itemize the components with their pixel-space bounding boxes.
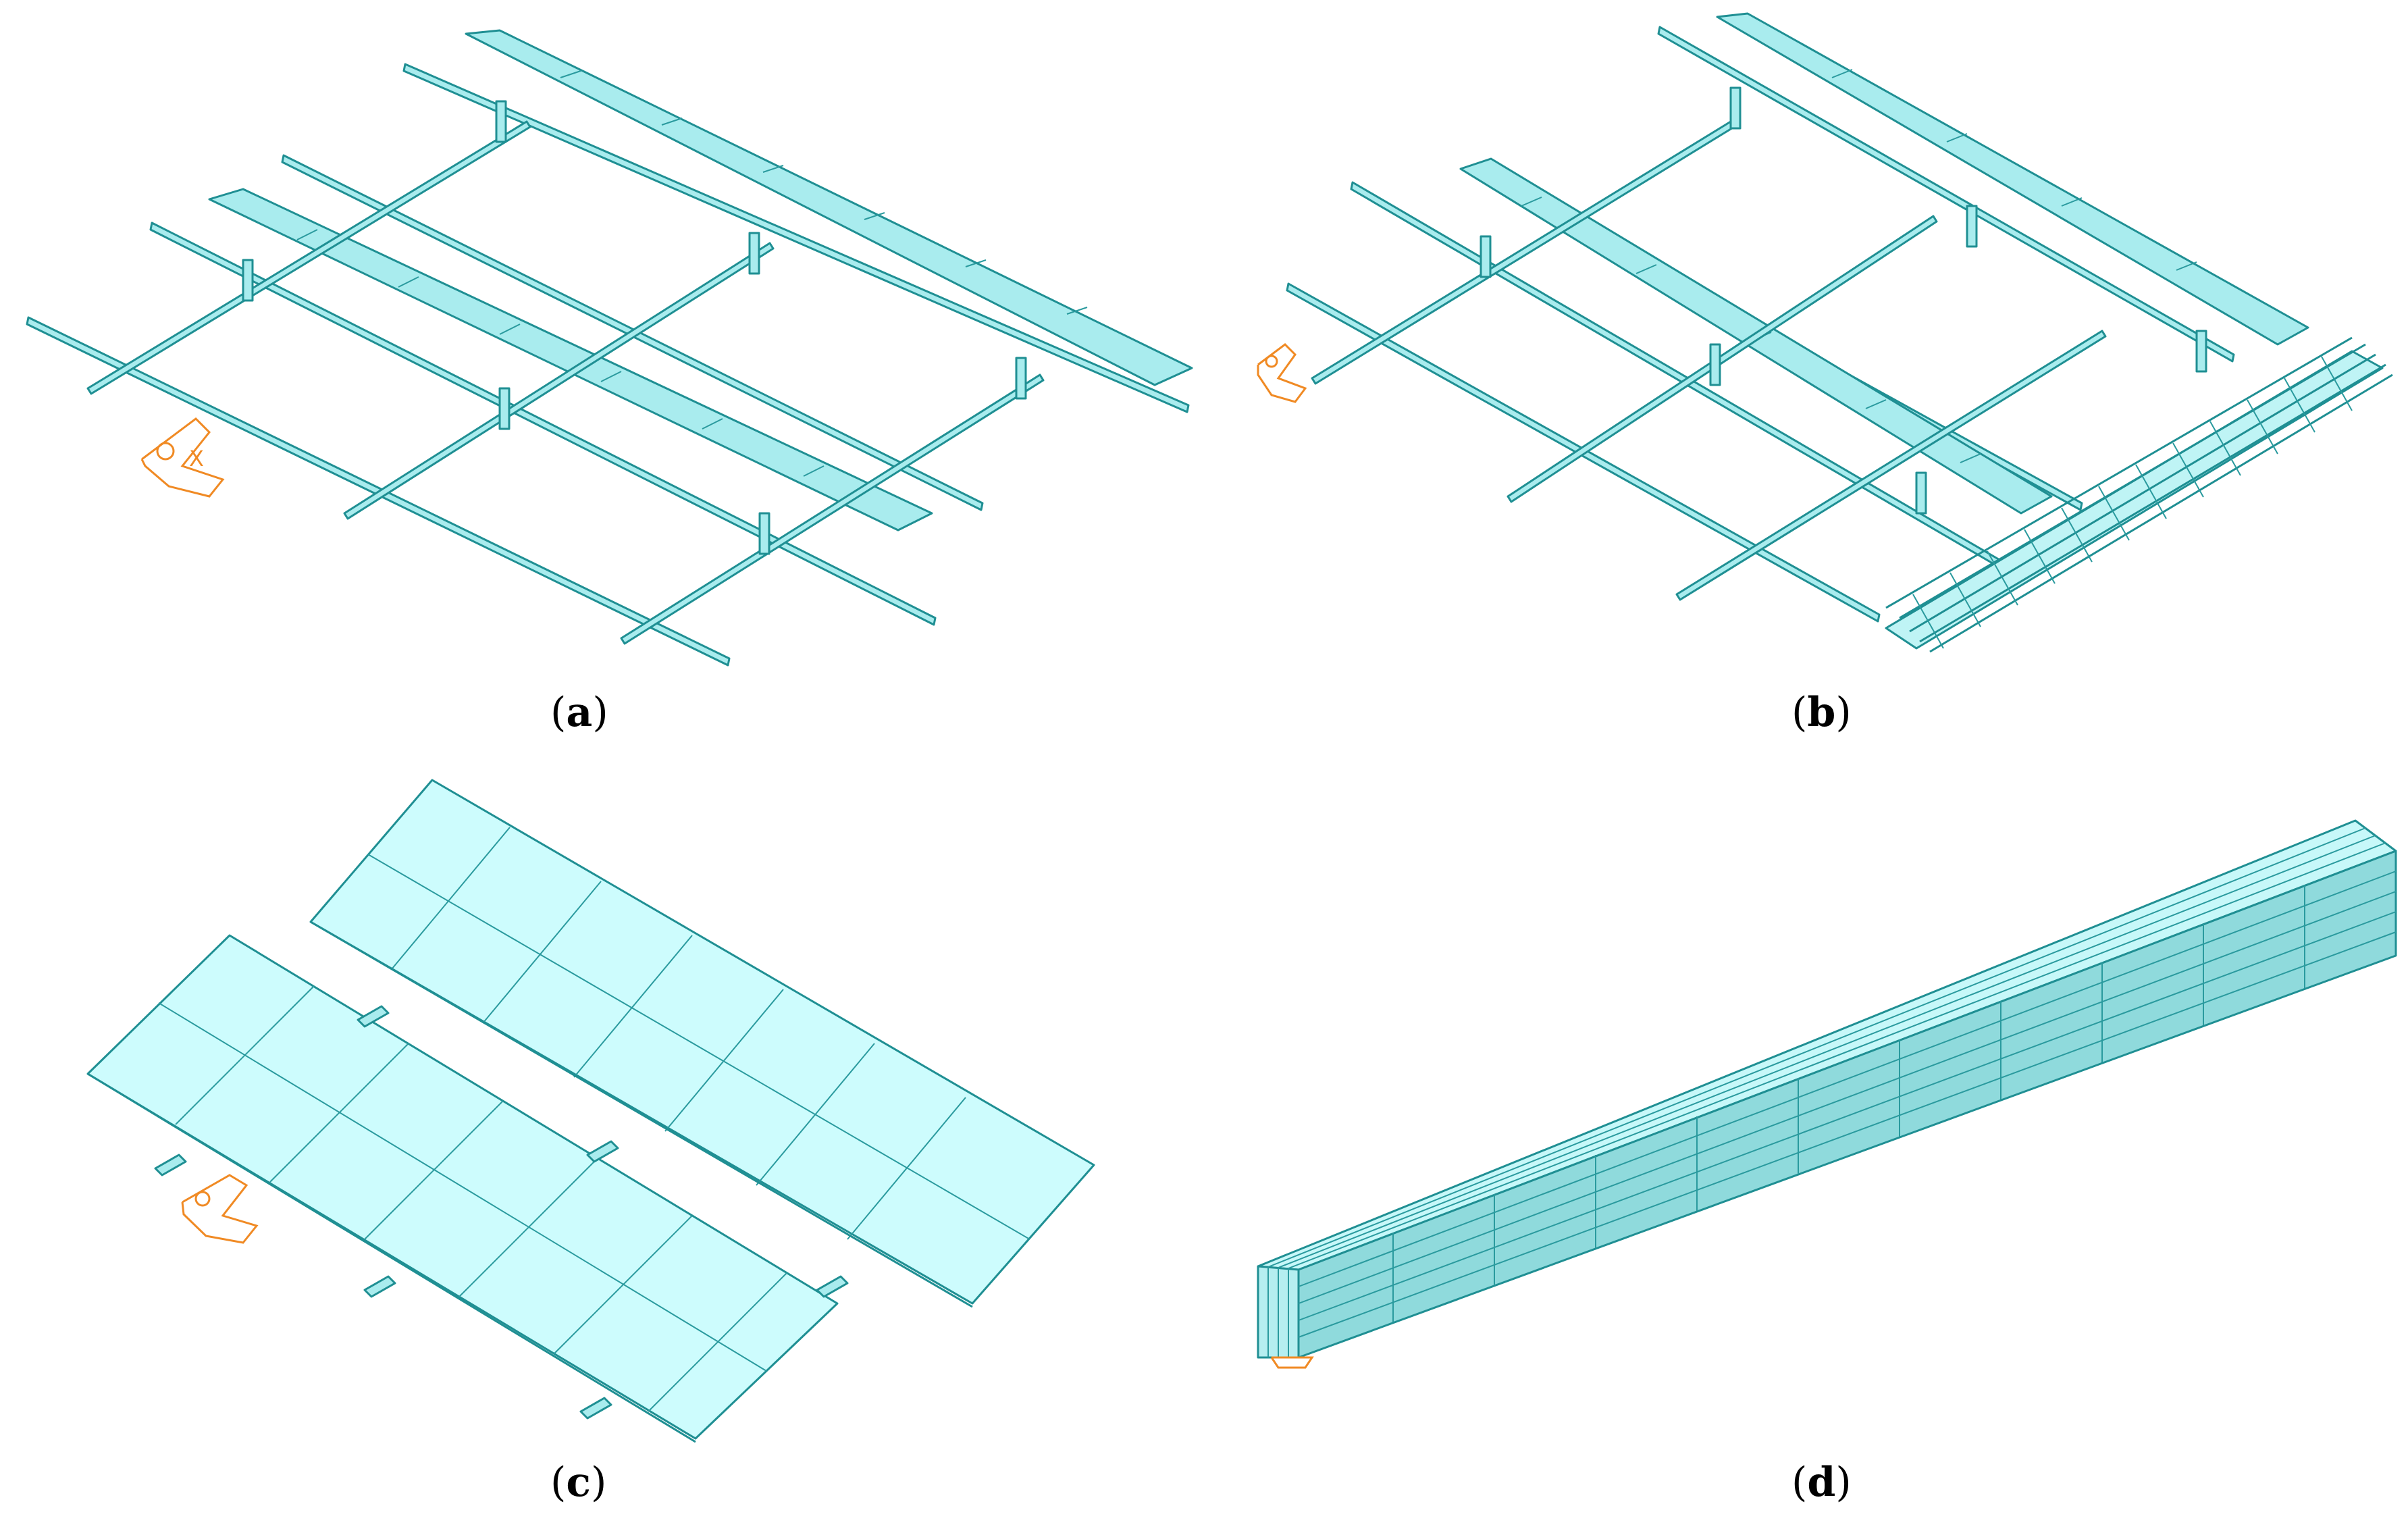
caption-b: (b) (1791, 689, 1852, 736)
box-front-face (1297, 850, 2397, 1359)
panel-model-c (86, 779, 1095, 1443)
coordinate-axis-marker (181, 1174, 259, 1244)
frame-model-a: X (26, 29, 1193, 667)
caption-a: (a) (550, 689, 608, 736)
panel-c: (c) (0, 763, 1204, 1527)
posts (1480, 86, 2207, 515)
cross-beams (1311, 120, 2107, 601)
mesh-lines (1267, 827, 2397, 1357)
frame-model-b (1257, 12, 2393, 653)
plank-beams (208, 29, 1193, 532)
coordinate-axis-marker: X (140, 417, 225, 498)
panel-a: X (a) (0, 0, 1204, 763)
posts (242, 100, 1027, 555)
lower-slab (86, 934, 839, 1443)
cross-beams (154, 1005, 849, 1420)
caption-c: (c) (550, 1459, 607, 1506)
caption-d: (d) (1791, 1459, 1852, 1506)
panel-b: (b) (1204, 0, 2408, 763)
cross-beams (86, 120, 1045, 645)
coordinate-axis-marker (1257, 343, 1307, 403)
panel-d: (d) (1204, 763, 2408, 1527)
plank-beams (1459, 12, 2309, 515)
coordinate-axis-marker (1270, 1356, 1314, 1369)
axis-label: X (189, 446, 204, 471)
box-model-d (1257, 819, 2397, 1369)
upper-slab (309, 779, 1095, 1308)
deck-grid (1885, 336, 2393, 653)
